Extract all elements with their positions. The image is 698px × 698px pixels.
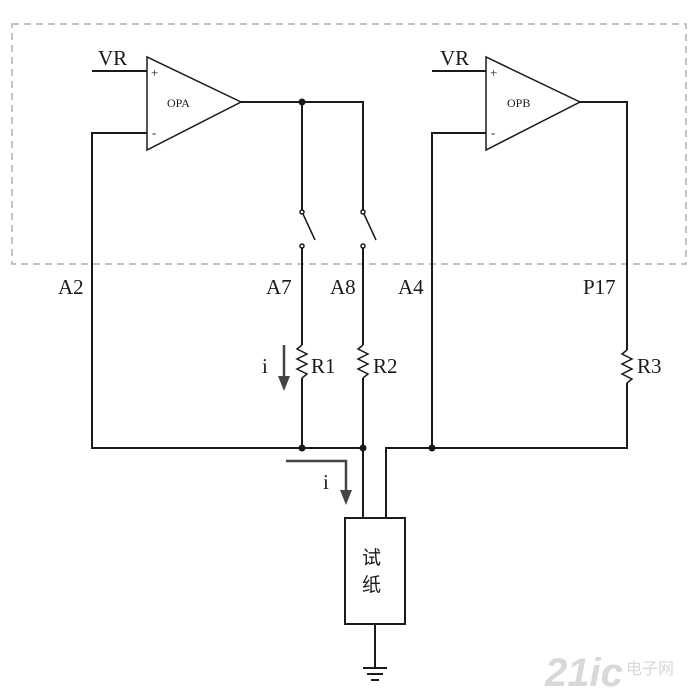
resistor-r1 bbox=[295, 344, 309, 379]
opa-output-wire bbox=[241, 101, 364, 212]
pin-label-a4: A4 bbox=[398, 275, 424, 299]
current-label-1: i bbox=[262, 354, 268, 378]
op-amp-a-minus: - bbox=[152, 125, 156, 140]
watermark-logo: 21ic 电子网 bbox=[544, 651, 674, 695]
test-paper-label-2: 纸 bbox=[362, 574, 381, 596]
pin-label-p17: P17 bbox=[583, 275, 616, 299]
op-amp-b-minus: - bbox=[491, 125, 495, 140]
junction-dot bbox=[298, 98, 306, 106]
op-amp-b-symbol bbox=[485, 55, 582, 152]
op-amp-b-plus: + bbox=[490, 65, 497, 80]
switch-a8 bbox=[360, 209, 377, 249]
r3-return-wire bbox=[385, 383, 628, 518]
opb-output-wire bbox=[580, 101, 628, 350]
op-amp-a-symbol bbox=[146, 55, 243, 152]
test-paper-block bbox=[344, 517, 406, 625]
vr-a-label: VR bbox=[98, 46, 127, 70]
vr-b-label: VR bbox=[440, 46, 469, 70]
test-paper-label-1: 试 bbox=[362, 547, 381, 569]
junction-dot bbox=[359, 444, 367, 452]
pin-label-a7: A7 bbox=[266, 275, 292, 299]
switch-a7 bbox=[299, 209, 316, 249]
ground-icon bbox=[363, 667, 387, 681]
current-arrow-r1 bbox=[278, 345, 290, 391]
watermark-brand-cn: 电子网 bbox=[626, 659, 674, 678]
chip-boundary bbox=[11, 23, 687, 265]
pin-label-a2: A2 bbox=[58, 275, 84, 299]
junction-dot bbox=[298, 444, 306, 452]
op-amp-b: OPB + - bbox=[485, 55, 582, 152]
op-amp-a-label: OPA bbox=[167, 96, 190, 110]
a4-feedback-wire bbox=[431, 132, 486, 448]
resistor-label-r2: R2 bbox=[373, 354, 398, 378]
pin-label-a8: A8 bbox=[330, 275, 356, 299]
resistor-label-r1: R1 bbox=[311, 354, 336, 378]
resistor-r3 bbox=[620, 349, 634, 384]
op-amp-a: OPA + - bbox=[146, 55, 243, 152]
op-amp-a-plus: + bbox=[151, 65, 158, 80]
current-arrow-main bbox=[286, 459, 352, 505]
watermark-brand: 21ic bbox=[544, 651, 623, 695]
resistor-r2 bbox=[356, 344, 370, 379]
resistor-label-r3: R3 bbox=[637, 354, 662, 378]
op-amp-b-label: OPB bbox=[507, 96, 530, 110]
a2-feedback-wire bbox=[91, 132, 363, 449]
current-label-2: i bbox=[323, 470, 329, 494]
